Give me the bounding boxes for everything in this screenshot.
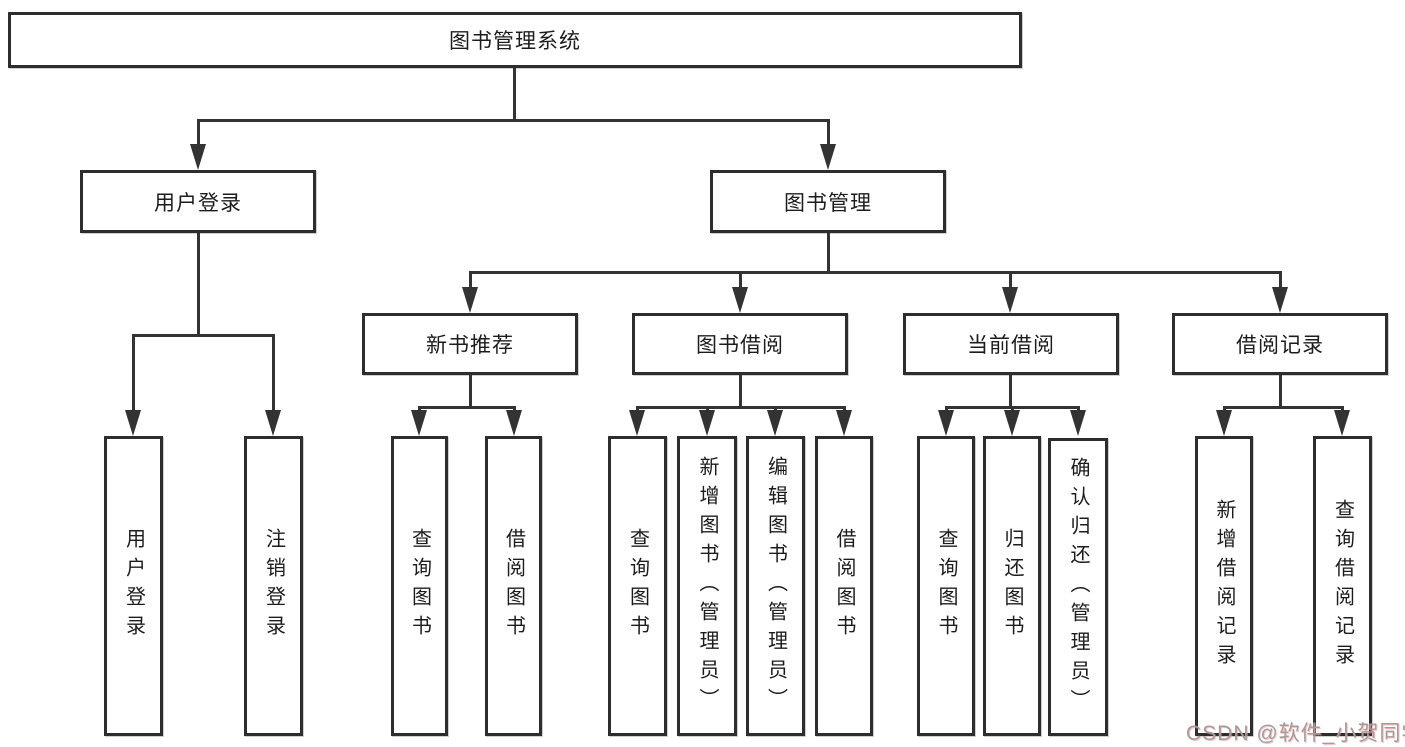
node-leaf-nb-borrow-label: 借阅图书 bbox=[502, 528, 525, 644]
connector-line bbox=[1223, 406, 1343, 409]
arrow-down bbox=[767, 410, 783, 436]
arrow-down bbox=[1070, 410, 1086, 436]
node-leaf-cb-return: 归还图书 bbox=[983, 436, 1041, 736]
node-borrow-records-label: 借阅记录 bbox=[1236, 334, 1324, 357]
node-leaf-bb-query-label: 查询图书 bbox=[626, 528, 649, 644]
connector-line bbox=[469, 271, 472, 293]
arrow-down bbox=[1272, 287, 1288, 313]
node-leaf-logout: 注销登录 bbox=[244, 436, 303, 736]
arrow-down bbox=[125, 410, 141, 436]
node-leaf-cb-query-label: 查询图书 bbox=[935, 528, 957, 644]
connector-line bbox=[1009, 375, 1012, 408]
node-root-label: 图书管理系统 bbox=[449, 30, 581, 53]
node-leaf-bb-borrow: 借阅图书 bbox=[815, 436, 873, 736]
node-leaf-bb-borrow-label: 借阅图书 bbox=[833, 528, 855, 644]
node-root: 图书管理系统 bbox=[8, 12, 1022, 68]
node-leaf-br-add-label: 新增借阅记录 bbox=[1213, 499, 1235, 673]
arrow-down bbox=[265, 410, 281, 436]
node-user-login-branch-label: 用户登录 bbox=[154, 191, 242, 215]
node-book-mgmt-branch-label: 图书管理 bbox=[784, 191, 872, 215]
connector-line bbox=[1279, 271, 1282, 293]
node-leaf-br-add: 新增借阅记录 bbox=[1195, 436, 1253, 736]
node-leaf-cb-confirm: 确认归还（管理员） bbox=[1048, 438, 1108, 736]
connector-line bbox=[132, 334, 135, 414]
arrow-down bbox=[1334, 410, 1350, 436]
node-leaf-bb-add: 新增图书（管理员） bbox=[677, 436, 737, 736]
node-book-borrow-label: 图书借阅 bbox=[696, 334, 784, 357]
node-leaf-bb-edit-label: 编辑图书（管理员） bbox=[764, 455, 787, 717]
node-current-borrow: 当前借阅 bbox=[903, 313, 1119, 375]
connector-line bbox=[418, 406, 516, 409]
csdn-watermark: CSDN @软件_小贺同学 bbox=[1186, 722, 1405, 745]
connector-line bbox=[827, 119, 830, 151]
connector-line bbox=[827, 233, 830, 274]
node-leaf-cb-query: 查询图书 bbox=[917, 436, 975, 736]
node-user-login-branch: 用户登录 bbox=[80, 170, 316, 233]
connector-line bbox=[132, 334, 274, 337]
connector-line bbox=[272, 334, 275, 414]
arrow-down bbox=[1004, 410, 1020, 436]
node-leaf-logout-label: 注销登录 bbox=[262, 528, 285, 644]
connector-line bbox=[469, 271, 1282, 274]
arrow-down bbox=[699, 410, 715, 436]
arrow-down bbox=[506, 410, 522, 436]
connector-line bbox=[1009, 271, 1012, 293]
node-new-book-rec-label: 新书推荐 bbox=[426, 334, 514, 357]
node-leaf-br-query: 查询借阅记录 bbox=[1313, 436, 1372, 736]
node-leaf-cb-confirm-label: 确认归还（管理员） bbox=[1067, 456, 1089, 718]
node-leaf-user-login: 用户登录 bbox=[104, 436, 163, 736]
arrow-down bbox=[629, 410, 645, 436]
node-borrow-records: 借阅记录 bbox=[1172, 313, 1388, 375]
node-leaf-cb-return-label: 归还图书 bbox=[1001, 528, 1023, 644]
connector-line bbox=[739, 375, 742, 408]
node-current-borrow-label: 当前借阅 bbox=[967, 334, 1055, 357]
arrow-down bbox=[462, 287, 478, 313]
connector-line bbox=[636, 406, 846, 409]
arrow-down bbox=[1216, 410, 1232, 436]
node-leaf-nb-query-label: 查询图书 bbox=[408, 528, 431, 644]
node-leaf-bb-edit: 编辑图书（管理员） bbox=[746, 436, 805, 736]
arrow-down bbox=[411, 410, 427, 436]
node-new-book-rec: 新书推荐 bbox=[362, 313, 578, 375]
node-leaf-user-login-label: 用户登录 bbox=[122, 528, 145, 644]
arrow-down bbox=[190, 144, 206, 170]
arrow-down bbox=[732, 287, 748, 313]
arrow-down bbox=[938, 410, 954, 436]
connector-line bbox=[739, 271, 742, 293]
node-book-mgmt-branch: 图书管理 bbox=[710, 170, 946, 233]
arrow-down bbox=[820, 144, 836, 170]
arrow-down bbox=[1002, 287, 1018, 313]
connector-line bbox=[197, 233, 200, 337]
connector-line bbox=[1279, 375, 1282, 408]
node-leaf-bb-query: 查询图书 bbox=[608, 436, 667, 736]
node-book-borrow: 图书借阅 bbox=[632, 313, 848, 375]
node-leaf-bb-add-label: 新增图书（管理员） bbox=[696, 455, 718, 717]
connector-line bbox=[469, 375, 472, 408]
connector-line bbox=[197, 119, 200, 151]
arrow-down bbox=[836, 410, 852, 436]
node-leaf-br-query-label: 查询借阅记录 bbox=[1331, 499, 1354, 673]
node-leaf-nb-query: 查询图书 bbox=[391, 436, 448, 736]
connector-line bbox=[513, 68, 516, 121]
node-leaf-nb-borrow: 借阅图书 bbox=[485, 436, 542, 736]
connector-line bbox=[197, 119, 830, 122]
